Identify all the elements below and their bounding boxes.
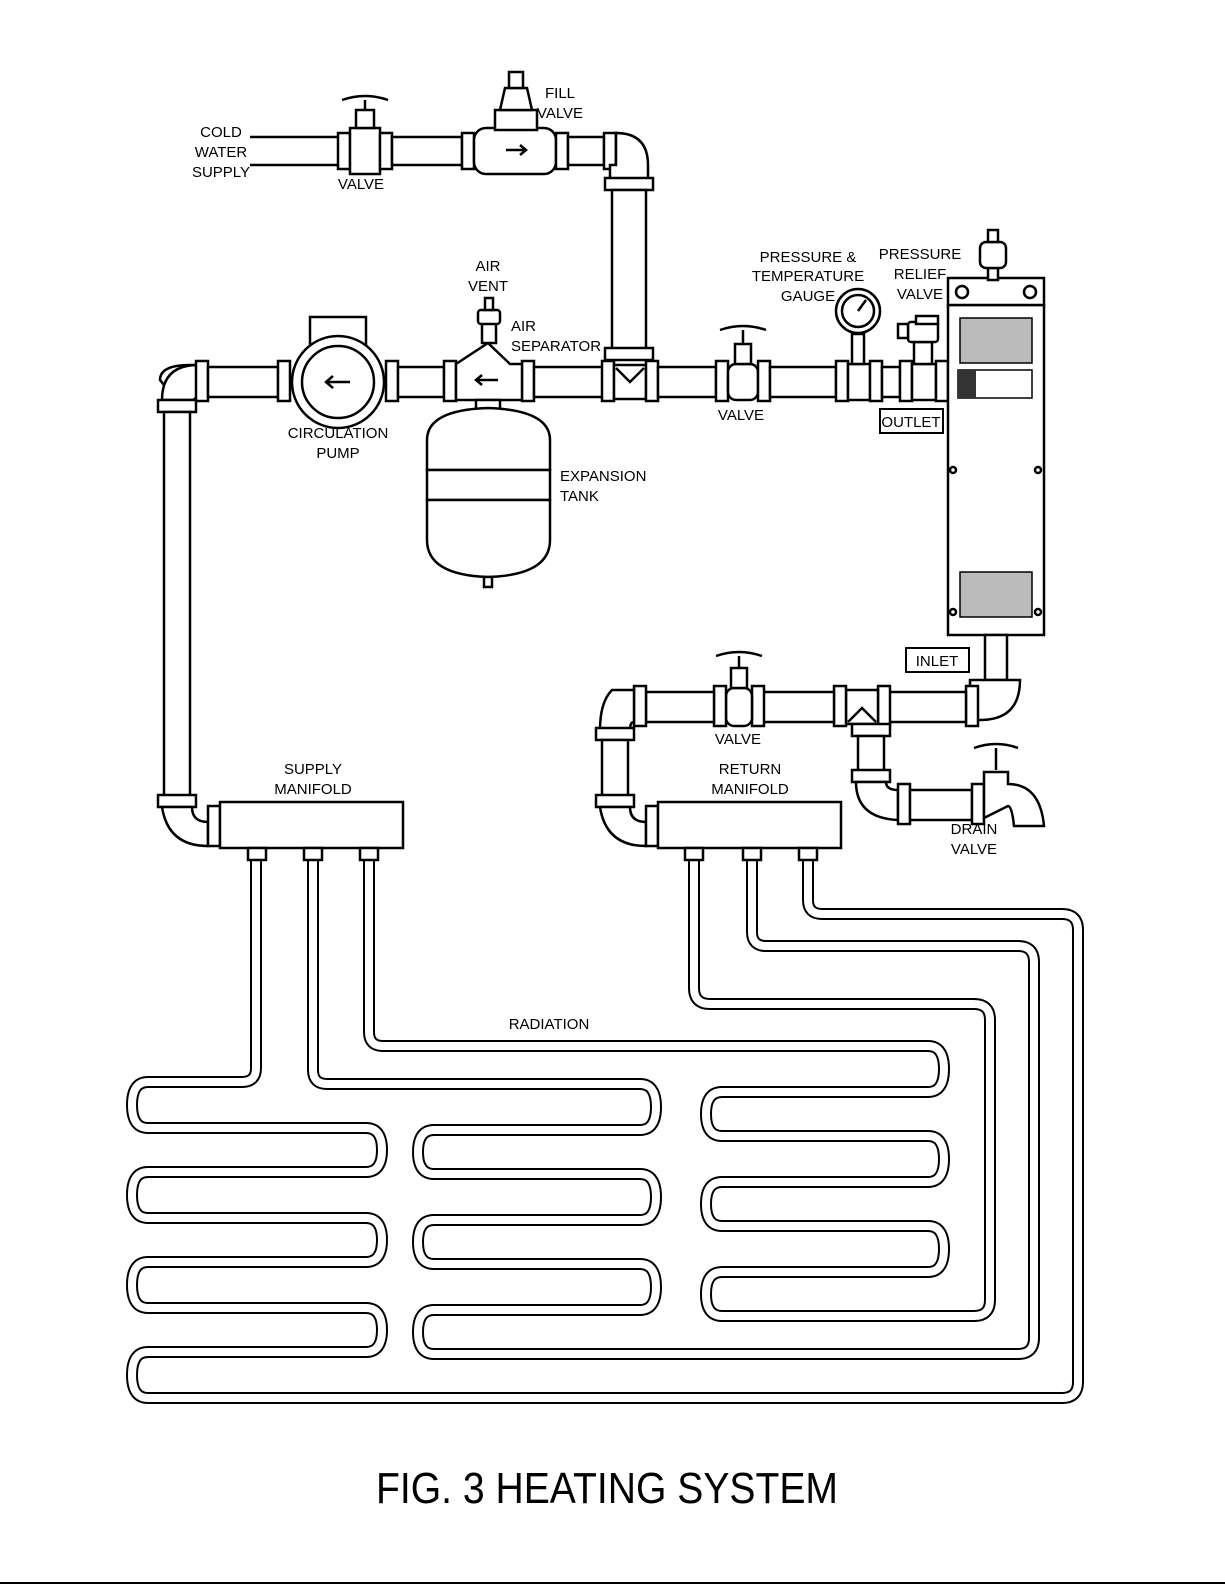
pressure-temperature-gauge-icon: [836, 289, 880, 364]
supply-manifold-icon: [220, 802, 403, 860]
label-radiation: RADIATION: [509, 1016, 590, 1033]
label-air-vent: AIR VENT: [468, 258, 508, 295]
label-inlet: INLET: [916, 653, 959, 670]
label-supply-manifold-line1: SUPPLY: [284, 761, 342, 778]
figure-title: FIG. 3 HEATING SYSTEM: [376, 1464, 838, 1513]
label-pt-gauge-line2: TEMPERATURE: [752, 268, 864, 285]
label-cold-water-supply-line3: SUPPLY: [192, 164, 250, 181]
label-air-vent-line2: VENT: [468, 278, 508, 295]
cold-water-supply-line: [250, 128, 616, 174]
label-circulation-pump: CIRCULATION PUMP: [288, 425, 389, 462]
label-circulation-pump-line2: PUMP: [316, 445, 359, 462]
label-valve-return: VALVE: [715, 731, 761, 748]
supply-riser: [158, 400, 220, 846]
boiler-unit: [948, 278, 1044, 635]
main-supply-line: [160, 361, 948, 412]
label-pt-gauge-line1: PRESSURE &: [760, 249, 857, 266]
label-cold-water-supply-line2: WATER: [195, 144, 248, 161]
label-outlet-box: OUTLET: [880, 409, 943, 433]
label-fill-valve-line2: VALVE: [537, 105, 583, 122]
label-return-manifold: RETURN MANIFOLD: [711, 761, 789, 798]
drain-valve-icon[interactable]: [974, 744, 1044, 826]
label-drain-valve-line1: DRAIN: [951, 821, 998, 838]
label-relief-valve-line3: VALVE: [897, 286, 943, 303]
label-pt-gauge-line3: GAUGE: [781, 288, 835, 305]
label-expansion-tank-line2: TANK: [560, 488, 599, 505]
label-supply-manifold: SUPPLY MANIFOLD: [274, 761, 352, 798]
label-return-manifold-line1: RETURN: [719, 761, 782, 778]
label-supply-manifold-line2: MANIFOLD: [274, 781, 352, 798]
boiler-air-vent-icon: [980, 230, 1006, 280]
label-cold-water-supply: COLD WATER SUPPLY: [192, 124, 250, 181]
boiler-vent-grille-bottom: [960, 572, 1032, 617]
fill-elbow: [605, 133, 653, 360]
label-cold-water-supply-line1: COLD: [200, 124, 242, 141]
label-valve-outlet: VALVE: [718, 407, 764, 424]
outlet-valve-icon[interactable]: [720, 326, 766, 364]
label-inlet-box: INLET: [906, 648, 969, 672]
air-vent-icon: [478, 298, 500, 343]
label-drain-valve-line2: VALVE: [951, 841, 997, 858]
return-manifold-icon: [658, 802, 841, 860]
label-relief-valve-line2: RELIEF: [894, 266, 947, 283]
label-air-separator-line2: SEPARATOR: [511, 338, 601, 355]
label-drain-valve: DRAIN VALVE: [951, 821, 998, 858]
tube-loop-2-bore: [313, 860, 1034, 1354]
radiation-tubing: [132, 860, 1078, 1398]
tube-loop-2: [313, 860, 1034, 1354]
label-expansion-tank: EXPANSION TANK: [560, 468, 646, 505]
drain-branch: [852, 724, 984, 824]
label-relief-valve-line1: PRESSURE: [879, 246, 962, 263]
label-outlet: OUTLET: [881, 414, 940, 431]
supply-valve-icon[interactable]: [342, 96, 388, 128]
label-return-manifold-line2: MANIFOLD: [711, 781, 789, 798]
label-circulation-pump-line1: CIRCULATION: [288, 425, 389, 442]
expansion-tank-icon: [427, 400, 550, 587]
label-air-separator-line1: AIR: [511, 318, 536, 335]
label-expansion-tank-line1: EXPANSION: [560, 468, 646, 485]
label-air-vent-line1: AIR: [475, 258, 500, 275]
boiler-vent-grille-top: [960, 318, 1032, 363]
label-fill-valve: FILL VALVE: [537, 85, 583, 122]
label-valve-supply: VALVE: [338, 176, 384, 193]
circulation-pump-icon[interactable]: [292, 317, 384, 428]
label-air-separator: AIR SEPARATOR: [511, 318, 601, 355]
label-fill-valve-line1: FILL: [545, 85, 575, 102]
return-valve-icon[interactable]: [716, 652, 762, 688]
pressure-relief-valve-icon: [898, 316, 938, 364]
